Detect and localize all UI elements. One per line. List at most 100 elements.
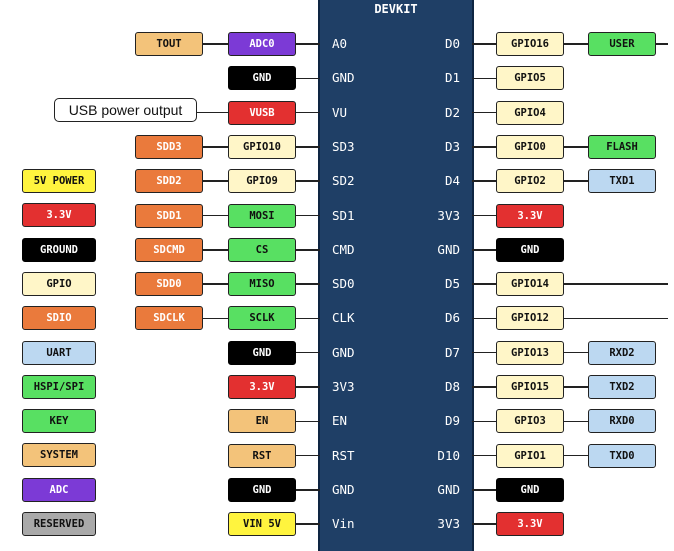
connector-line [472, 214, 496, 217]
connector-line [296, 283, 320, 285]
right-pin-function: GPIO0 [496, 134, 564, 159]
legend-item: UART [22, 340, 96, 365]
board-pin-left: VU [332, 104, 348, 120]
connector-line [203, 146, 228, 148]
left-pin-alt-function: TOUT [135, 32, 203, 56]
right-pin-alt-function: TXD1 [588, 169, 656, 194]
left-pin-alt-function: SDD2 [135, 169, 203, 194]
board-pin-left: EN [332, 413, 348, 429]
board-pin-right: D3 [444, 138, 460, 154]
board-pin-left: GND [332, 70, 355, 86]
board-title: DEVKIT [374, 2, 418, 16]
right-pin-function: GPIO1 [496, 443, 564, 468]
board-pin-right: D9 [444, 413, 460, 429]
board-pin-right: D10 [437, 447, 460, 463]
devkit-board [318, 0, 474, 551]
board-pin-left: CLK [332, 310, 355, 326]
board-pin-right: D0 [444, 36, 460, 51]
board-pin-left: 3V3 [332, 379, 355, 394]
board-pin-left: SD3 [332, 138, 355, 154]
connector-line [564, 146, 588, 148]
board-pin-left: SD2 [332, 173, 355, 189]
connector-line [296, 146, 320, 148]
connector-line [564, 386, 588, 388]
left-pin-function: GPIO10 [228, 134, 296, 159]
board-pin-right: GND [437, 241, 460, 257]
connector-line [203, 249, 228, 251]
left-pin-alt-function: SDCLK [135, 306, 203, 331]
left-pin-function: ADC0 [228, 32, 296, 56]
right-pin-alt-function: FLASH [588, 134, 656, 159]
left-pin-function: CS [228, 237, 296, 262]
usb-power-callout: USB power output [54, 98, 197, 122]
right-pin-function: GPIO12 [496, 306, 564, 331]
board-pin-right: 3V3 [437, 516, 460, 532]
left-pin-function: 3.3V [228, 375, 296, 399]
right-pin-function: GPIO5 [496, 66, 564, 91]
legend-item: HSPI/SPI [22, 374, 96, 399]
connector-line [296, 489, 320, 491]
connector-line [296, 180, 320, 182]
right-pin-function: GPIO2 [496, 169, 564, 194]
connector-line [296, 111, 320, 114]
left-pin-alt-function: SDD3 [135, 134, 203, 159]
connector-line [472, 43, 496, 45]
left-pin-alt-function: SDD1 [135, 203, 203, 228]
right-pin-function: GPIO15 [496, 375, 564, 399]
right-pin-function: 3.3V [496, 203, 564, 228]
connector-line [472, 283, 496, 285]
right-pin-alt-function: TXD0 [588, 443, 656, 468]
left-pin-function: GND [228, 340, 296, 365]
right-pin-function: GPIO14 [496, 272, 564, 297]
board-pin-right: D1 [444, 70, 460, 86]
connector-line [472, 146, 496, 148]
connector-line [296, 351, 320, 354]
right-pin-function: GPIO3 [496, 409, 564, 434]
legend-item: ADC [22, 477, 96, 502]
board-pin-right: 3V3 [437, 207, 460, 223]
callout-line [197, 111, 228, 114]
connector-line [472, 454, 496, 457]
connector-line [472, 111, 496, 114]
connector-line [296, 317, 320, 320]
board-pin-right: D2 [444, 104, 460, 120]
connector-line [203, 283, 228, 285]
legend-item: KEY [22, 409, 96, 434]
right-pin-function: GPIO13 [496, 340, 564, 365]
left-pin-function: SCLK [228, 306, 296, 331]
connector-line [296, 214, 320, 217]
legend-item: 3.3V [22, 203, 96, 228]
board-pin-left: CMD [332, 241, 355, 257]
board-pin-left: GND [332, 344, 355, 360]
board-pin-left: A0 [332, 36, 348, 51]
right-pin-function: GND [496, 237, 564, 262]
connector-line [564, 43, 588, 45]
connector-line [296, 523, 320, 525]
connector-line [296, 77, 320, 80]
board-pin-left: RST [332, 447, 355, 463]
board-pin-left: GND [332, 481, 355, 497]
connector-line [472, 351, 496, 354]
right-pin-alt-function: RXD0 [588, 409, 656, 434]
left-pin-function: GPIO9 [228, 169, 296, 194]
connector-line [472, 180, 496, 182]
connector-line [472, 420, 496, 423]
left-pin-function: MOSI [228, 203, 296, 228]
board-pin-right: D4 [444, 173, 460, 189]
left-pin-function: RST [228, 443, 296, 468]
right-pin-function: GPIO16 [496, 32, 564, 56]
left-pin-alt-function: SDCMD [135, 237, 203, 262]
edge-line [564, 283, 668, 285]
connector-line [472, 386, 496, 388]
connector-line [472, 249, 496, 251]
board-pin-left: Vin [332, 516, 355, 532]
right-pin-function: GND [496, 477, 564, 502]
left-pin-function: VUSB [228, 100, 296, 125]
legend-item: SYSTEM [22, 443, 96, 468]
connector-line [203, 214, 228, 217]
board-pin-right: D7 [444, 344, 460, 360]
left-pin-function: GND [228, 477, 296, 502]
left-pin-alt-function: SDD0 [135, 272, 203, 297]
right-pin-function: GPIO4 [496, 100, 564, 125]
